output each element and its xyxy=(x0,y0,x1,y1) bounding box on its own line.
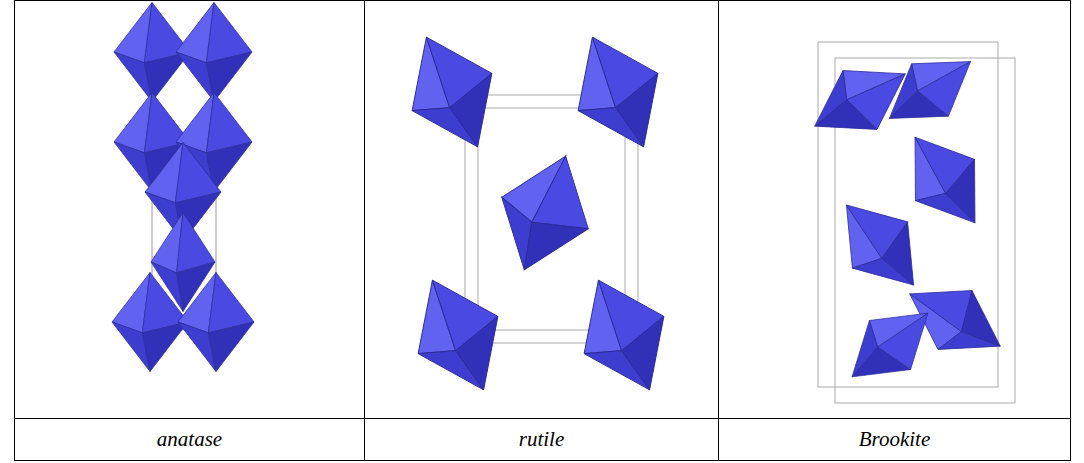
polymorph-label: rutile xyxy=(519,427,565,452)
polymorph-label: anatase xyxy=(157,427,222,452)
cell-caption: anatase xyxy=(15,419,364,460)
cell-caption: Brookite xyxy=(719,419,1070,460)
cell-caption: rutile xyxy=(365,419,718,460)
polymorph-label: Brookite xyxy=(859,427,931,452)
